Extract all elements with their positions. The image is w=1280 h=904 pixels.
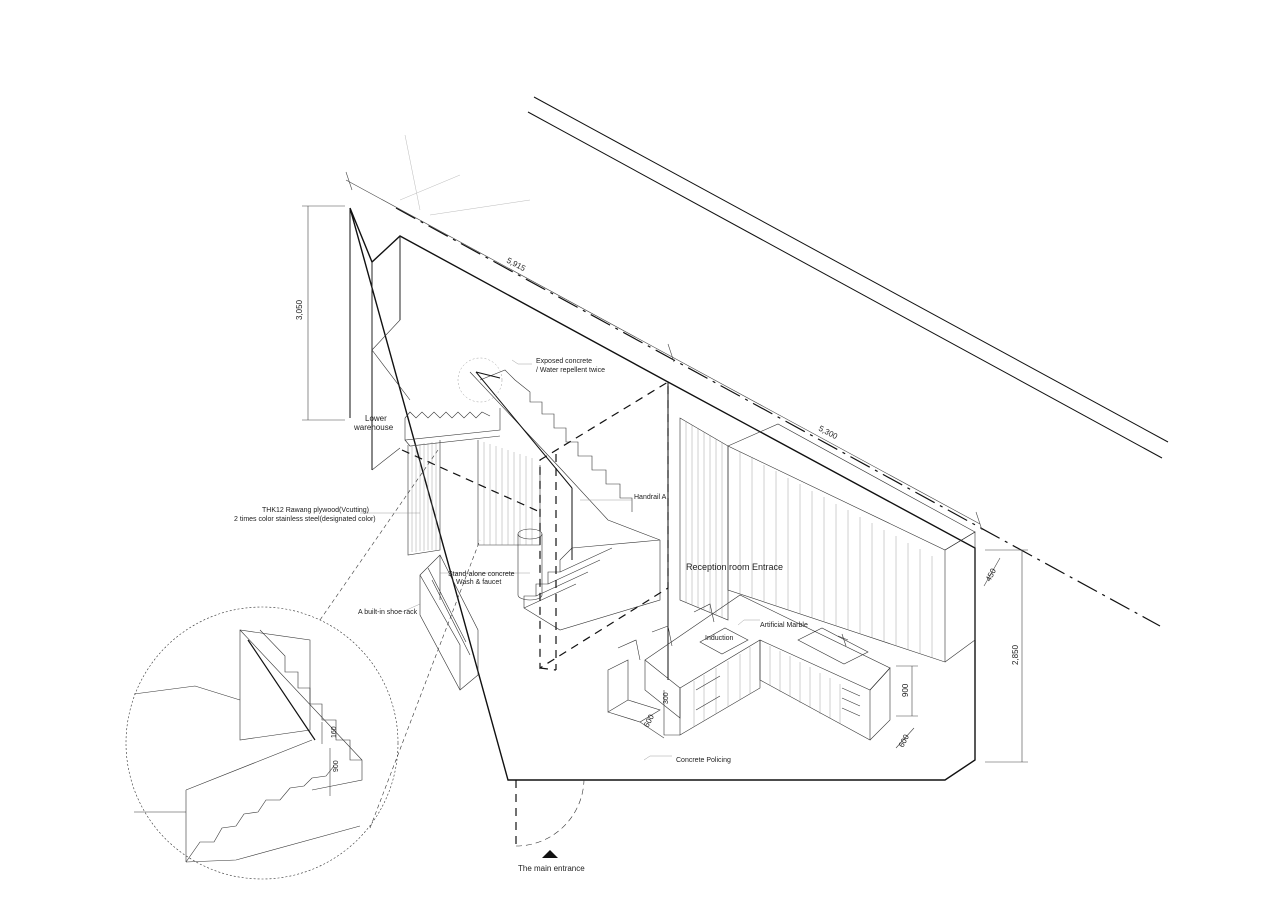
leader-lines [360,359,760,761]
label-main-entrance: The main entrance [518,864,585,873]
door-swing [515,779,585,858]
staircase [404,357,661,631]
label-stainless: 2 times color stainless steel(designated… [234,516,376,523]
dim-5915: 5,915 [505,256,527,274]
label-shoe-rack: A built-in shoe rack [358,609,418,616]
kitchen-island [644,594,891,741]
dim-3050: 3,050 [295,299,304,320]
dim-300: 300 [663,692,670,704]
construction-lines [399,134,531,216]
label-warehouse: warehouse [353,423,394,432]
label-artificial-marble: Artificial Marble [760,622,808,629]
label-concrete-policing: Concrete Policing [676,757,731,764]
shoe-rack [419,554,479,691]
entrance-arrow-icon [542,850,558,858]
label-wash-stand: Stand-alone concrete [448,571,515,578]
dim-450: 450 [984,566,998,582]
label-reception: Reception room Entrace [686,562,783,572]
center-line [395,207,1161,627]
dim-900: 900 [901,683,910,697]
dimension-lines [302,171,1028,763]
dim-5300: 5,300 [817,424,839,442]
dim-900-detail: 900 [333,760,340,772]
dim-2850: 2,850 [1011,644,1020,665]
site-boundary-lines [527,96,1169,459]
dashed-partition [401,380,669,671]
dim-600-right: 600 [897,732,911,748]
stools [607,603,715,723]
label-induction: Induction [705,635,734,642]
label-water-repellent: / Water repellent twice [536,367,605,374]
dim-160: 160 [331,726,338,738]
label-plywood: THK12 Rawang plywood(Vcutting) [262,507,369,514]
annotations: Exposed concrete / Water repellent twice… [234,358,808,873]
label-exposed-concrete: Exposed concrete [536,358,592,365]
detail-callout [125,449,481,880]
reception-wall [679,417,729,621]
wash-stand [517,528,543,601]
dim-600-left: 600 [642,712,656,728]
label-handrail: Handrail A [634,494,667,501]
label-faucet: Wash & faucet [456,579,501,586]
label-lower: Lower [365,414,387,423]
upper-cabinets [727,423,976,663]
